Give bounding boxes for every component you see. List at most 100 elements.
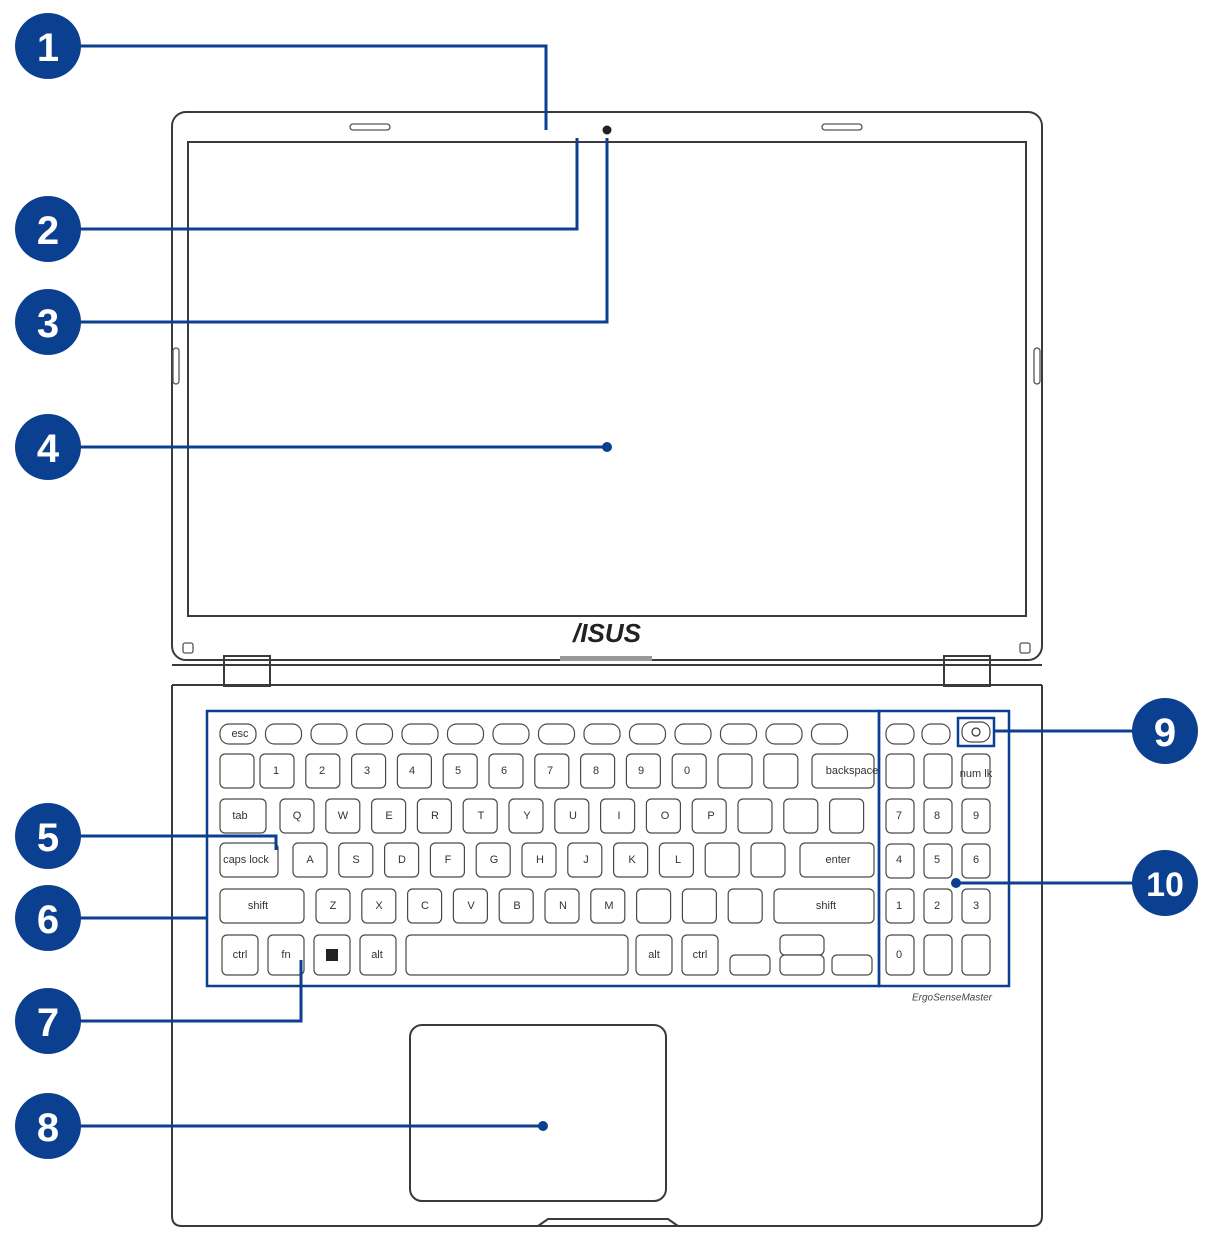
key-letter-row	[292, 842, 328, 878]
key-label-z: Z	[330, 900, 337, 912]
key-letter-row	[554, 798, 590, 834]
key-letter-row	[521, 842, 557, 878]
key-label-t: T	[478, 810, 485, 822]
key-number-row	[442, 753, 478, 789]
key-letter-row	[828, 798, 865, 834]
key-ctrl-left-label: ctrl	[233, 949, 248, 961]
key-number-row	[625, 753, 662, 789]
callout-badge-2: 2	[15, 196, 81, 262]
key-label-y: Y	[523, 810, 531, 822]
key-number-row	[534, 753, 570, 789]
key-label-f: F	[445, 854, 452, 866]
key-shift-left	[219, 888, 305, 924]
numpad-region-outline	[877, 709, 1011, 988]
numpad-label-8: 8	[934, 810, 940, 822]
callout-badge-6: 6	[15, 885, 81, 951]
key-label-x: X	[375, 900, 383, 912]
function-key	[355, 723, 394, 745]
function-key	[583, 723, 621, 745]
numpad-key	[961, 798, 991, 834]
key-arrow-down	[779, 954, 825, 976]
hinge-right	[943, 655, 991, 687]
key-label-d: D	[398, 854, 406, 866]
callout-line-2	[80, 138, 579, 231]
key-number-row	[259, 753, 295, 789]
numpad-label-3: 3	[973, 900, 979, 912]
lid-side-slot-left	[172, 347, 180, 385]
key-arrow-left	[729, 954, 771, 976]
key-label-k: K	[628, 854, 636, 866]
numpad-key	[923, 843, 953, 879]
key-label-p: P	[707, 810, 714, 822]
key-arrow-up	[779, 934, 825, 956]
key-label-2: 2	[319, 765, 325, 777]
key-label-0: 0	[684, 765, 690, 777]
callout-badge-8: 8	[15, 1093, 81, 1159]
callout-line-1	[80, 44, 548, 130]
key-number-row	[351, 753, 387, 789]
key-numlock-label: num lk	[960, 768, 993, 780]
lid-bumper-left	[182, 642, 194, 654]
numpad-top-key	[921, 723, 951, 745]
function-key	[765, 723, 803, 745]
key-letter-row	[498, 888, 534, 924]
callout-number-5: 5	[37, 816, 59, 860]
callout-endpoints	[538, 442, 961, 1131]
key-label-3: 3	[364, 765, 370, 777]
callout-number-3: 3	[37, 302, 59, 346]
key-label-c: C	[421, 900, 429, 912]
key-number-row	[579, 753, 616, 789]
callout-badge-4: 4	[15, 414, 81, 480]
key-letter-row	[599, 798, 636, 834]
callout-badge-10: 10	[1132, 850, 1198, 916]
key-label-n: N	[559, 900, 567, 912]
callout-number-4: 4	[37, 427, 60, 471]
key-label-w: W	[338, 810, 349, 822]
numpad-key	[885, 798, 915, 834]
key-fn	[267, 934, 305, 976]
key-backspace-label: backspace	[826, 765, 879, 777]
key-labels: esc num lk 1 2 3 4 5 6 7 8 9 0 backspace…	[223, 728, 993, 961]
key-label-v: V	[467, 900, 475, 912]
key-caps-lock	[219, 842, 279, 878]
key-letter-row	[429, 842, 465, 878]
key-number-row	[763, 753, 799, 789]
brand-logo: /ISUS	[572, 618, 642, 648]
callout-number-1: 1	[37, 26, 59, 70]
function-key	[537, 723, 576, 745]
key-letter-row	[704, 842, 740, 878]
key-alt-right-label: alt	[648, 949, 660, 961]
function-key	[310, 723, 348, 745]
key-letter-row	[691, 798, 727, 834]
key-ctrl-left	[221, 934, 259, 976]
callout-badge-5: 5	[15, 803, 81, 869]
key-label-s: S	[352, 854, 359, 866]
key-label-r: R	[431, 810, 439, 822]
key-letter-row	[325, 798, 361, 834]
key-letter-row	[279, 798, 315, 834]
function-key	[264, 723, 303, 745]
key-letter-row	[315, 888, 351, 924]
numpad-key	[961, 934, 991, 976]
key-shift-right	[773, 888, 875, 924]
key-letter-row	[544, 888, 580, 924]
laptop-base	[171, 685, 1043, 1227]
callout-badge-3: 3	[15, 289, 81, 355]
key-shift-left-label: shift	[248, 900, 268, 912]
numpad-key	[961, 843, 991, 879]
key-label-a: A	[306, 854, 314, 866]
numpad-key	[961, 753, 991, 789]
numpad-key	[885, 934, 915, 976]
key-caps-label: caps lock	[223, 854, 269, 866]
power-icon	[971, 727, 981, 737]
key-tab	[219, 798, 267, 834]
webcam-lens	[602, 125, 612, 135]
key-label-b: B	[513, 900, 520, 912]
key-fn-label: fn	[281, 949, 290, 961]
key-letter-row	[452, 888, 488, 924]
callout-badge-7: 7	[15, 988, 81, 1054]
key-label-m: M	[604, 900, 613, 912]
lid-slot-left	[349, 123, 391, 131]
key-label-u: U	[569, 810, 577, 822]
numpad-label-5: 5	[934, 854, 940, 866]
